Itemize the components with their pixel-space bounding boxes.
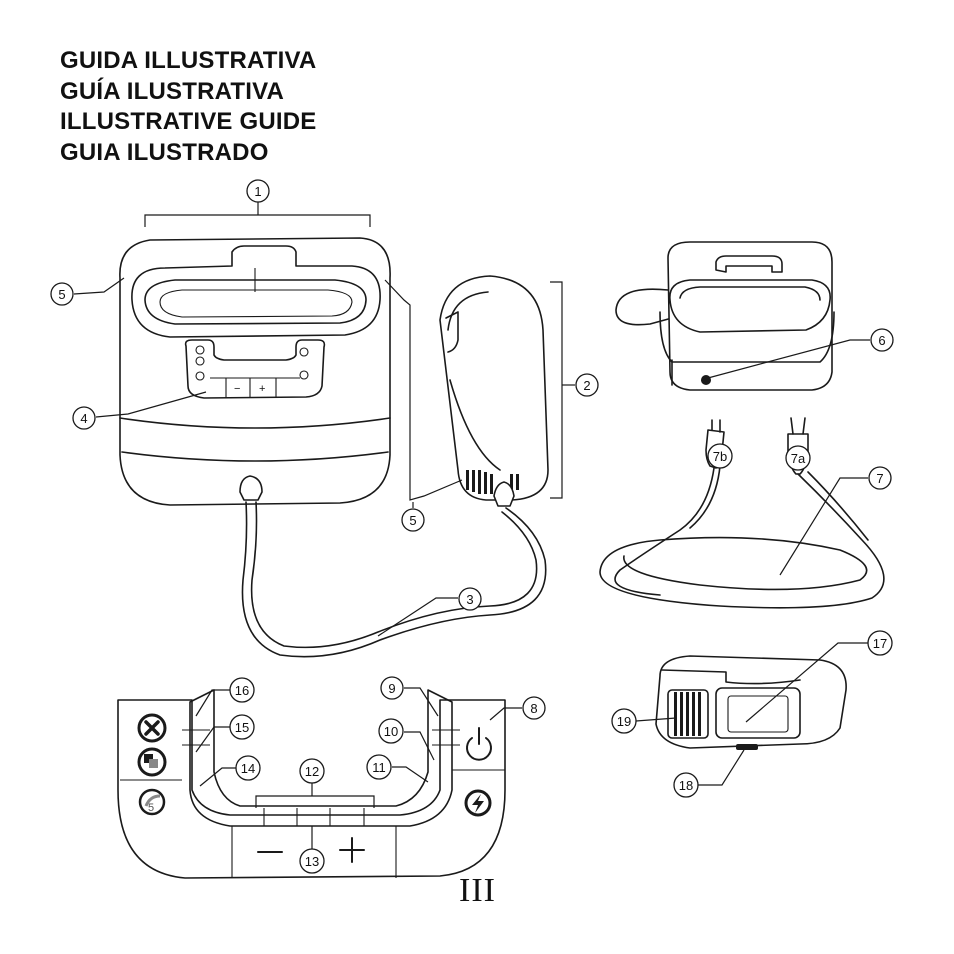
callout-19: 19 <box>611 708 637 734</box>
title-english: ILLUSTRATIVE GUIDE <box>60 108 317 135</box>
svg-text:15: 15 <box>235 720 249 735</box>
plus-key[interactable]: + <box>339 837 365 863</box>
svg-text:2: 2 <box>583 378 590 393</box>
svg-text:7: 7 <box>876 471 883 486</box>
callout-6: 6 <box>870 328 894 352</box>
svg-text:9: 9 <box>388 681 395 696</box>
svg-text:6: 6 <box>878 333 885 348</box>
svg-text:1: 1 <box>254 184 261 199</box>
callout-13: 13 <box>299 848 325 874</box>
svg-text:16: 16 <box>235 683 249 698</box>
svg-text:5: 5 <box>409 513 416 528</box>
callout-10: 10 <box>378 718 404 744</box>
handpiece <box>439 275 549 507</box>
power-icon[interactable] <box>466 727 492 761</box>
cycle-icon[interactable]: 5 <box>138 788 166 816</box>
connecting-hose <box>241 501 547 658</box>
base-plus-label: + <box>259 383 265 395</box>
svg-text:8: 8 <box>530 701 537 716</box>
storage-case <box>615 241 835 391</box>
callout-12: 12 <box>299 758 325 784</box>
callout-17: 17 <box>867 630 893 656</box>
svg-text:17: 17 <box>873 636 887 651</box>
lightning-icon[interactable] <box>464 789 492 817</box>
svg-text:13: 13 <box>305 854 319 869</box>
svg-text:7a: 7a <box>791 451 806 466</box>
svg-text:5: 5 <box>58 287 65 302</box>
callout-16: 16 <box>229 677 255 703</box>
callout-8: 8 <box>522 696 546 720</box>
svg-text:10: 10 <box>384 724 398 739</box>
svg-text:7b: 7b <box>713 449 727 464</box>
svg-text:14: 14 <box>241 761 255 776</box>
handpiece-front-view <box>655 655 847 750</box>
filter-icon[interactable] <box>137 747 167 777</box>
svg-text:19: 19 <box>617 714 631 729</box>
callout-2: 2 <box>575 373 599 397</box>
guide-titles: GUIDA ILLUSTRATIVA GUÍA ILUSTRATIVA ILLU… <box>60 46 317 168</box>
callout-18: 18 <box>673 772 699 798</box>
base-minus-label: − <box>234 383 240 395</box>
control-panel-detail: − + 5 <box>117 689 506 879</box>
callout-4: 4 <box>72 406 96 430</box>
page-number: III <box>459 872 496 909</box>
title-spanish: GUÍA ILUSTRATIVA <box>60 77 285 105</box>
leader-lines <box>73 202 870 849</box>
close-icon[interactable] <box>137 713 167 743</box>
callouts: 1 2 3 4 5 5 6 7 7a 7b 8 9 10 11 12 13 14… <box>50 179 894 874</box>
callout-7b: 7b <box>707 443 733 469</box>
callout-7: 7 <box>868 466 892 490</box>
handpiece-grill <box>466 470 519 494</box>
callout-7a: 7a <box>785 445 811 471</box>
base-station: − + <box>119 237 391 506</box>
svg-text:11: 11 <box>372 760 386 775</box>
callout-1: 1 <box>246 179 270 203</box>
title-italian: GUIDA ILLUSTRATIVA <box>60 47 317 74</box>
svg-text:3: 3 <box>466 592 473 607</box>
power-cord <box>599 417 885 609</box>
callout-3: 3 <box>458 587 482 611</box>
callout-11: 11 <box>366 754 392 780</box>
svg-text:5: 5 <box>148 802 154 814</box>
callout-15: 15 <box>229 714 255 740</box>
callout-5-bottom: 5 <box>401 508 425 532</box>
callout-9: 9 <box>380 676 404 700</box>
svg-text:18: 18 <box>679 778 693 793</box>
front-grill <box>674 692 701 736</box>
title-portuguese: GUIA ILUSTRADO <box>60 138 269 166</box>
svg-text:4: 4 <box>80 411 87 426</box>
callout-14: 14 <box>235 755 261 781</box>
svg-text:12: 12 <box>305 764 319 779</box>
callout-5-top: 5 <box>50 282 74 306</box>
